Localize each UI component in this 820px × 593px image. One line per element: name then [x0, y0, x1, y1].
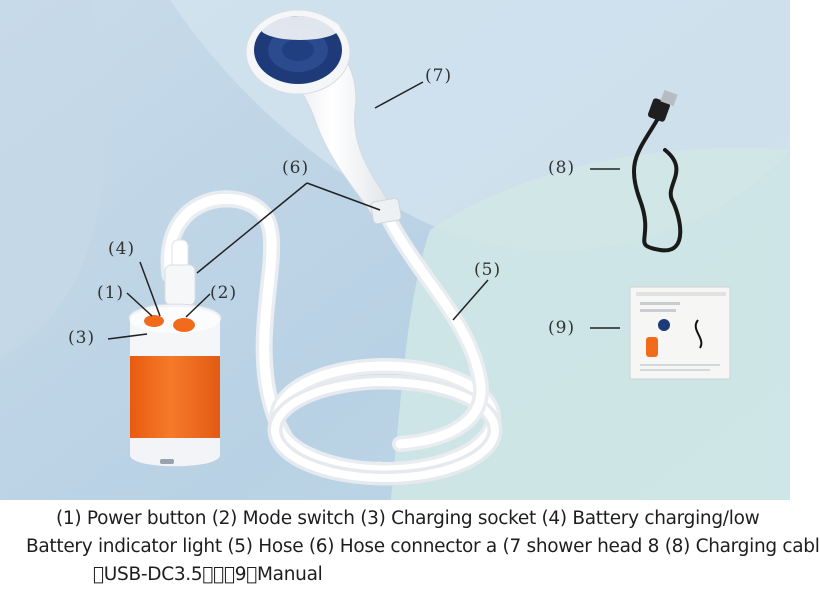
callout-1: (1) — [97, 283, 125, 303]
background-teal-arc — [380, 148, 790, 593]
background-left-band — [0, 0, 106, 360]
charging-socket — [160, 459, 174, 464]
caption-line-2: Battery indicator light (5) Hose (6) Hos… — [26, 536, 820, 557]
pump-unit — [128, 239, 222, 467]
power-button-icon — [144, 315, 164, 327]
callout-lines — [107, 81, 620, 340]
shower-head — [245, 9, 402, 225]
callout-3: (3) — [68, 328, 96, 348]
charging-cable — [631, 89, 683, 253]
caption-band — [0, 500, 790, 593]
callout-5: (5) — [474, 260, 502, 280]
callout-4: (4) — [108, 239, 136, 259]
callout-6: (6) — [282, 158, 310, 178]
caption-line-1: (1) Power button (2) Mode switch (3) Cha… — [56, 508, 760, 529]
callout-8: (8) — [548, 158, 576, 178]
callout-2: (2) — [210, 283, 238, 303]
mode-switch-icon — [173, 318, 195, 332]
caption-line-3:  USB-DC3.5   9 Manual — [93, 564, 323, 585]
manual — [629, 286, 731, 380]
hose — [160, 190, 503, 486]
product-photo — [0, 0, 790, 593]
callout-9: (9) — [548, 318, 576, 338]
callout-7: (7) — [425, 66, 453, 86]
